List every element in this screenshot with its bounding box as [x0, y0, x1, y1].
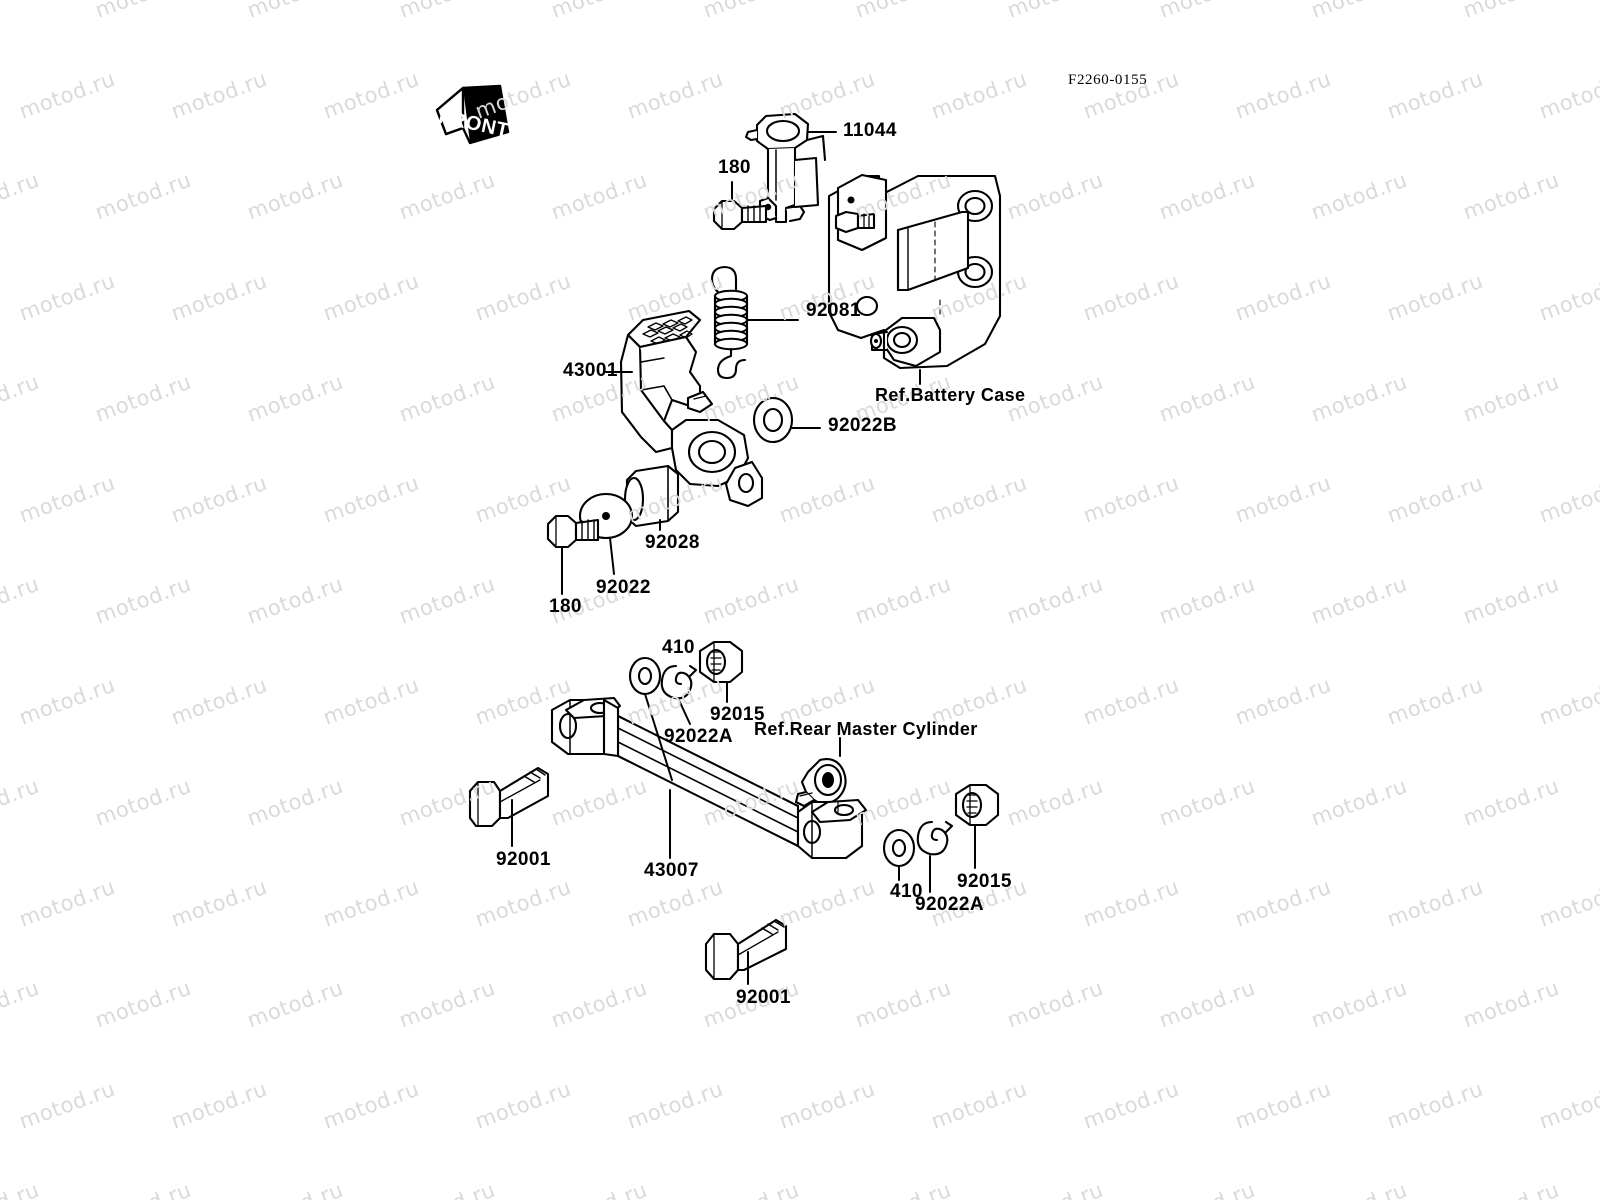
callout-180-lower[interactable]: 180: [549, 596, 582, 617]
callout-410-left[interactable]: 410: [662, 637, 695, 658]
part-92022A-lockwasher-left: [660, 664, 698, 700]
callout-92001-bottom[interactable]: 92001: [736, 987, 791, 1008]
callout-92022[interactable]: 92022: [596, 577, 651, 598]
part-92022B-washer: [752, 396, 794, 444]
part-92015-nut-right: [954, 783, 1000, 827]
drawing-code: F2260-0155: [1068, 72, 1148, 88]
front-marker-text: FRONT: [436, 105, 511, 143]
callout-43007[interactable]: 43007: [644, 860, 699, 881]
part-11044-bracket: [744, 112, 827, 224]
part-410-washer-left: [628, 656, 662, 696]
callout-92022A-left[interactable]: 92022A: [664, 726, 733, 747]
callout-11044[interactable]: 11044: [843, 120, 897, 141]
part-92015-nut-left: [698, 640, 744, 684]
part-180-bolt-lower: [546, 514, 600, 549]
part-92001-bolt-bottom: [704, 918, 788, 981]
reference-battery-case-label[interactable]: Ref.Battery Case: [875, 385, 1026, 405]
callout-92015-right[interactable]: 92015: [957, 871, 1012, 892]
front-marker-label: FRONT: [435, 97, 512, 151]
reference-battery-case: [827, 173, 1002, 370]
part-410-washer-right: [882, 828, 916, 868]
reference-rear-master-cylinder: [794, 758, 847, 808]
callout-92015-left[interactable]: 92015: [710, 704, 765, 725]
part-180-bolt-upper: [712, 199, 768, 231]
callout-92081[interactable]: 92081: [806, 300, 861, 321]
callout-92001-left[interactable]: 92001: [496, 849, 551, 870]
front-arrow-marker: [435, 84, 510, 145]
callout-180-upper[interactable]: 180: [718, 157, 751, 178]
leader-lines: [511, 131, 976, 985]
part-92081-spring: [710, 265, 749, 380]
callout-43001[interactable]: 43001: [563, 360, 618, 381]
callout-92022B[interactable]: 92022B: [828, 415, 897, 436]
callout-92022A-right[interactable]: 92022A: [915, 894, 984, 915]
part-92001-bolt-left: [468, 766, 550, 828]
callout-92028[interactable]: 92028: [645, 532, 700, 553]
part-43001-brake-pedal: [619, 309, 764, 508]
callout-410-right[interactable]: 410: [890, 881, 923, 902]
reference-rear-master-cylinder-label[interactable]: Ref.Rear Master Cylinder: [754, 719, 978, 739]
part-92022A-lockwasher-right: [916, 820, 954, 856]
